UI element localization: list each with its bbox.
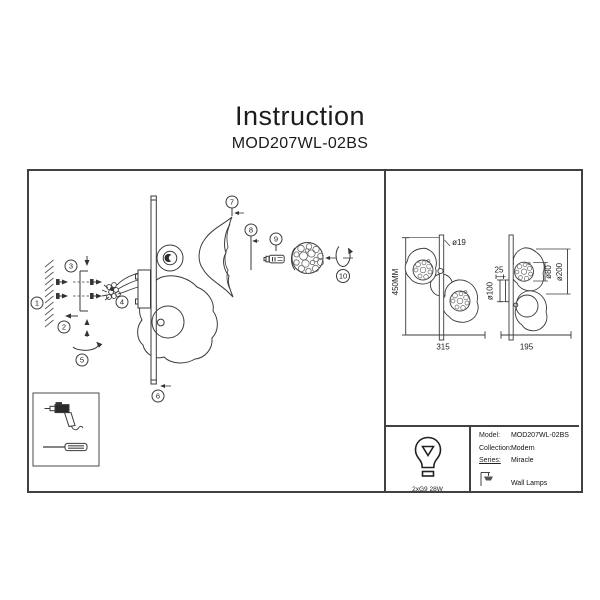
model-code: MOD207WL-02BS bbox=[231, 135, 369, 152]
step-marker-5: 5 bbox=[75, 353, 89, 367]
step-marker-3: 3 bbox=[64, 259, 78, 273]
front-sphere-top bbox=[412, 259, 434, 281]
mounting-bracket bbox=[79, 256, 90, 312]
crystal-sphere bbox=[290, 242, 324, 275]
type-value: Wall Lamps bbox=[510, 480, 548, 487]
step-marker-7: 7 bbox=[225, 195, 244, 216]
panel-divider bbox=[384, 169, 386, 491]
step-marker-6: 6 bbox=[151, 389, 165, 403]
step-marker-9: 9 bbox=[269, 232, 283, 251]
svg-text:3: 3 bbox=[69, 262, 73, 271]
svg-text:ø80: ø80 bbox=[544, 265, 553, 279]
side-sphere-top bbox=[514, 261, 534, 282]
svg-text:6: 6 bbox=[156, 392, 160, 401]
model-value: MOD207WL-02BS bbox=[510, 432, 569, 439]
model-label: Model: bbox=[479, 432, 501, 439]
front-sphere-bottom bbox=[449, 290, 471, 312]
cell-divider bbox=[469, 425, 471, 491]
wall-hatch bbox=[44, 259, 54, 328]
svg-text:10: 10 bbox=[339, 272, 347, 281]
top-holder bbox=[156, 244, 184, 272]
collection-value: Modern bbox=[510, 445, 535, 452]
drill-icon bbox=[44, 402, 84, 431]
front-view: 450MM bbox=[391, 234, 486, 352]
petal-shade bbox=[198, 216, 234, 298]
rod-backplate bbox=[135, 269, 151, 309]
info-row-series: Series: Miracle bbox=[479, 457, 534, 464]
step-marker-10: 10 bbox=[336, 269, 350, 283]
info-row-collection: Collection: Modern bbox=[479, 445, 535, 452]
screwdriver-icon bbox=[43, 442, 88, 452]
rotate-arrow-10 bbox=[325, 246, 354, 267]
svg-text:4: 4 bbox=[120, 298, 124, 307]
step-marker-1: 1 bbox=[30, 296, 44, 310]
svg-text:ø100: ø100 bbox=[486, 281, 495, 300]
product-info: Model: MOD207WL-02BS Collection: Modern … bbox=[471, 427, 581, 489]
svg-text:ø19: ø19 bbox=[452, 238, 466, 247]
svg-text:8: 8 bbox=[249, 226, 253, 235]
page-title: Instruction bbox=[234, 101, 366, 131]
lamp-rod bbox=[150, 195, 157, 385]
svg-text:5: 5 bbox=[80, 356, 84, 365]
rotate-arrow-5 bbox=[72, 341, 103, 351]
bulb-spec-text: 2xG9 28W bbox=[412, 486, 443, 493]
side-view: 25 ø100 ø80 ø200 bbox=[486, 234, 572, 352]
collection-label: Collection: bbox=[479, 445, 512, 452]
dimension-drawings: 450MM bbox=[391, 234, 572, 352]
bulb-spec-cell: 2xG9 28W bbox=[386, 427, 469, 493]
wall-lamp-icon bbox=[479, 469, 509, 487]
svg-text:ø200: ø200 bbox=[555, 262, 564, 281]
info-row-model: Model: MOD207WL-02BS bbox=[479, 432, 569, 439]
assembly-diagram: 1 2 3 4 5 6 7 8 9 10 bbox=[30, 195, 354, 467]
step-marker-2: 2 bbox=[57, 320, 71, 334]
mounting-screws bbox=[56, 279, 102, 299]
stem-pin bbox=[250, 235, 259, 270]
tools-box bbox=[32, 392, 100, 467]
svg-text:315: 315 bbox=[436, 343, 450, 352]
title-block: Instruction MOD207WL-02BS bbox=[0, 101, 600, 153]
info-row-type: Wall Lamps bbox=[479, 469, 547, 487]
main-frame bbox=[27, 169, 583, 493]
svg-text:1: 1 bbox=[35, 299, 39, 308]
step-marker-8: 8 bbox=[244, 223, 258, 237]
svg-text:2: 2 bbox=[62, 323, 66, 332]
svg-text:9: 9 bbox=[274, 235, 278, 244]
right-panel-divider bbox=[384, 425, 579, 427]
series-label: Series: bbox=[479, 457, 501, 464]
lower-holder bbox=[151, 305, 185, 339]
svg-text:7: 7 bbox=[230, 198, 234, 207]
svg-text:25: 25 bbox=[495, 266, 504, 275]
svg-text:195: 195 bbox=[520, 343, 534, 352]
step-marker-4: 4 bbox=[115, 295, 129, 309]
svg-text:450MM: 450MM bbox=[391, 268, 400, 295]
series-value: Miracle bbox=[510, 457, 534, 464]
bulb-icon bbox=[414, 436, 441, 477]
step-markers: 1 2 3 4 5 6 7 8 9 10 bbox=[30, 195, 350, 403]
